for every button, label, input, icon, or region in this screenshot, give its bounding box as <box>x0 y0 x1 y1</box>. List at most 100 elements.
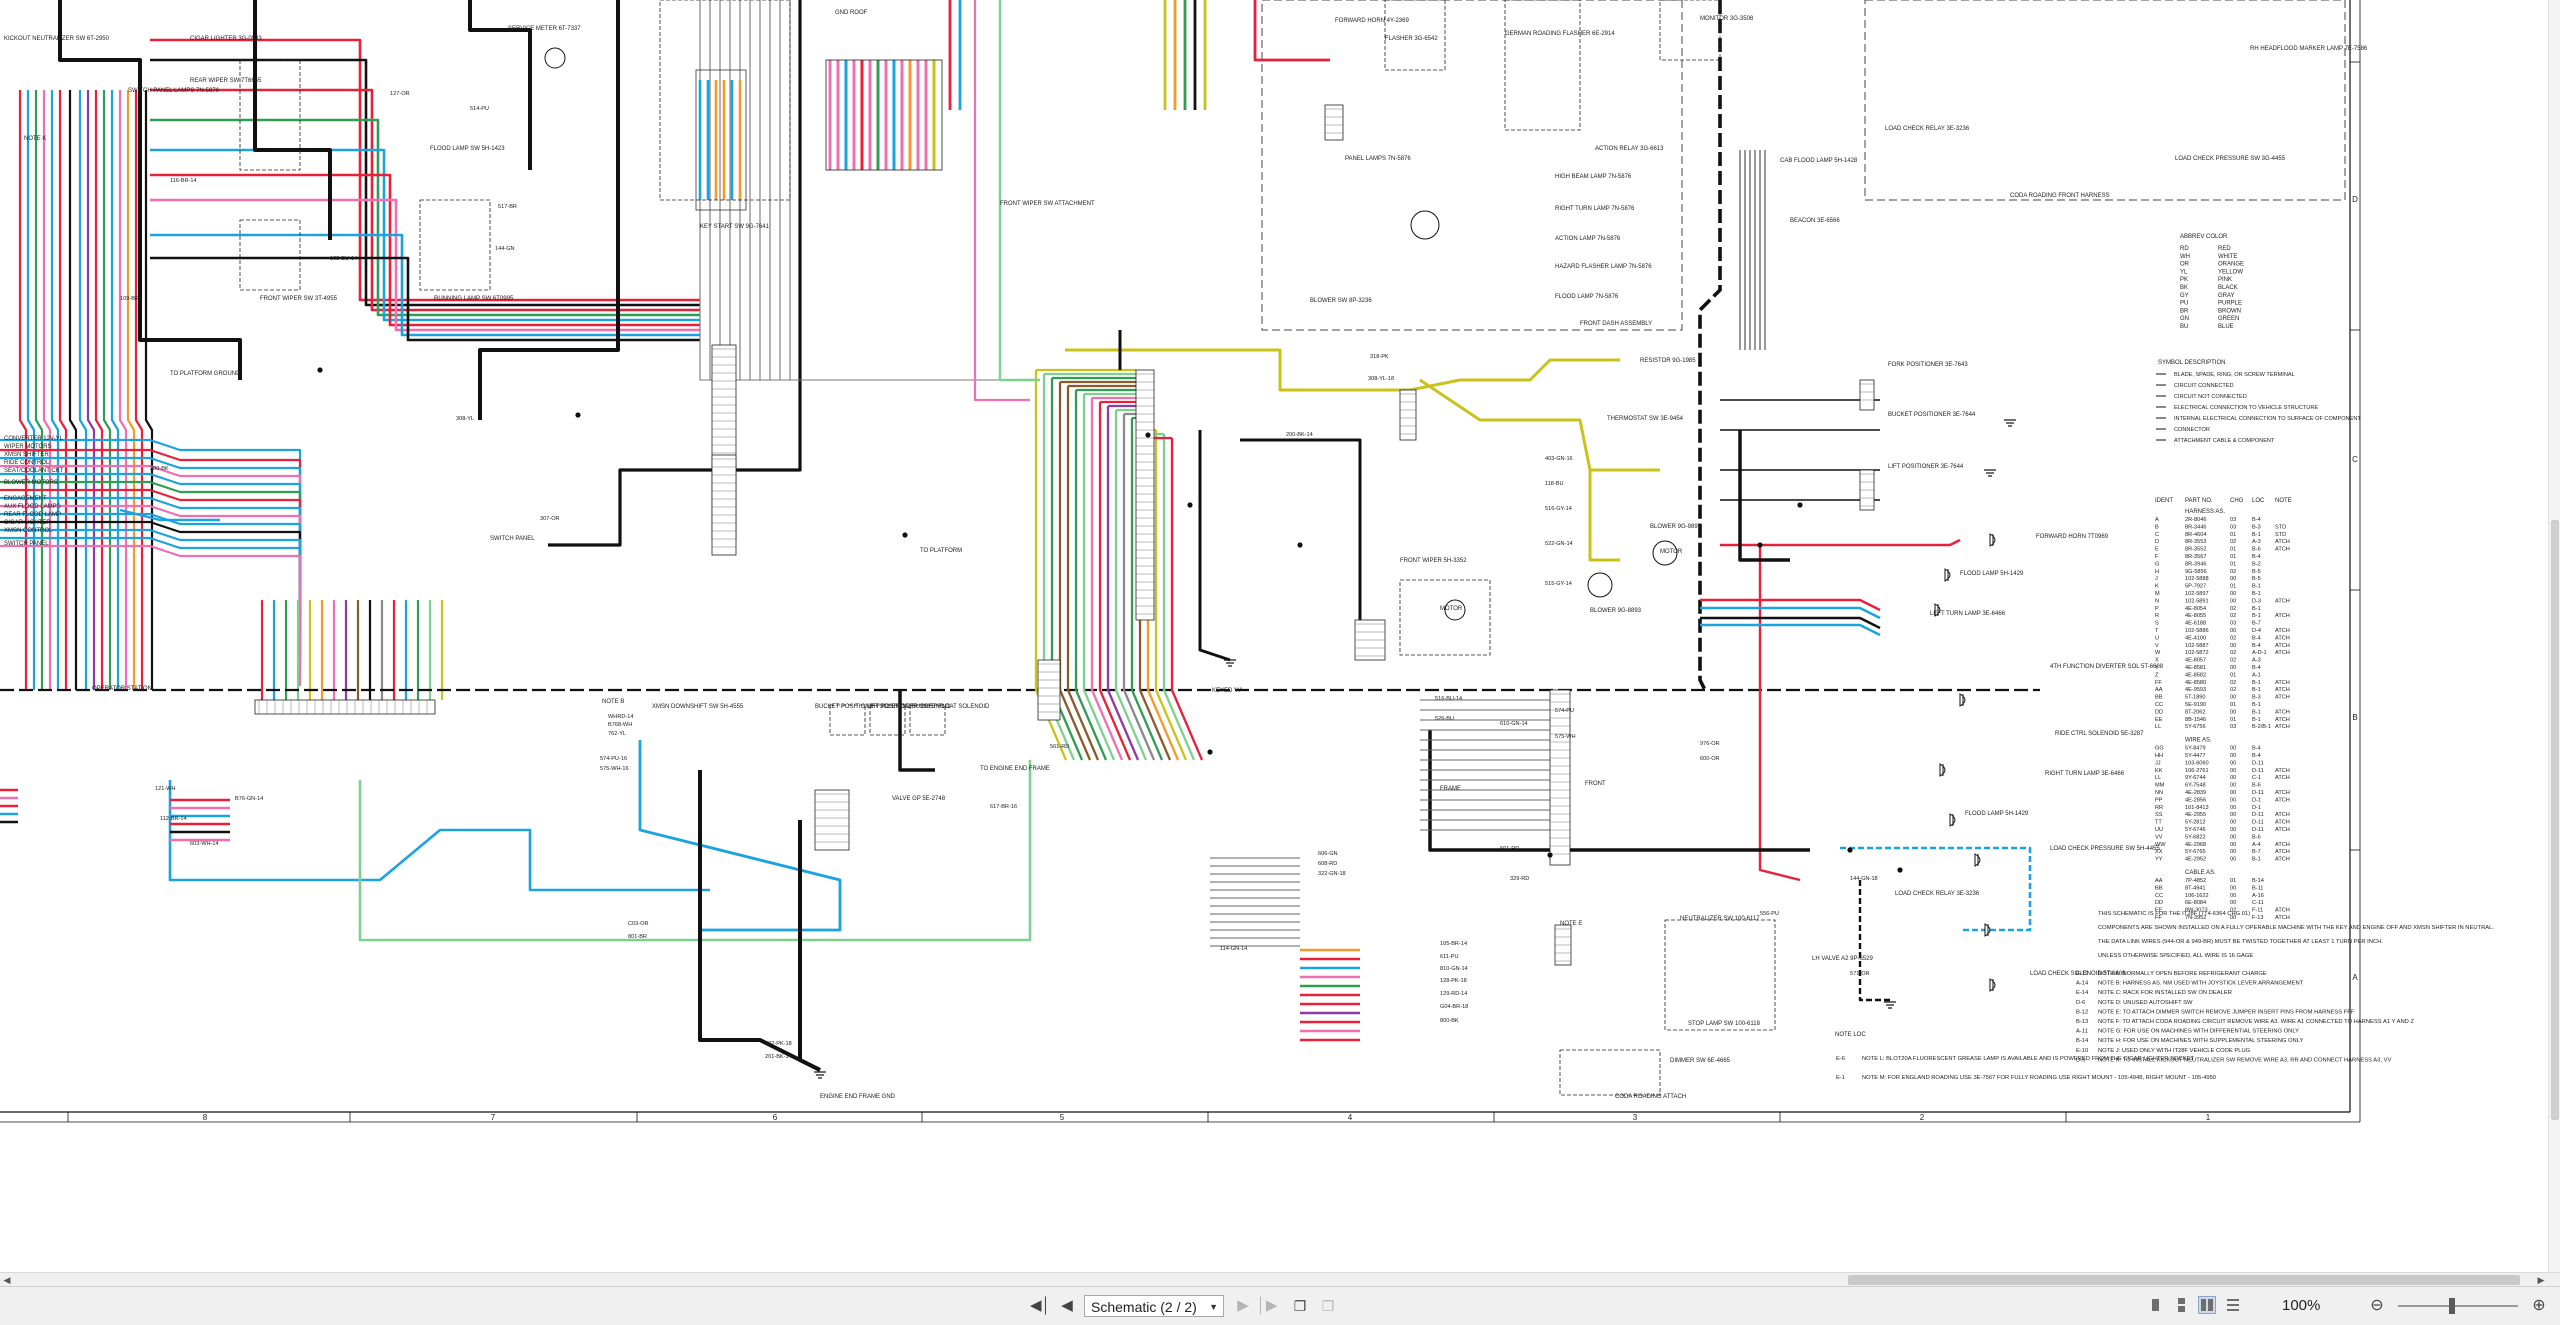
harness-cell: STD <box>2275 532 2286 538</box>
wire <box>973 0 1030 402</box>
zoom-in-icon[interactable]: ⊕ <box>2532 1297 2546 1314</box>
component-label: LOAD CHECK RELAY 3E-3236 <box>1885 126 1970 132</box>
paste-page-icon[interactable]: ❐ <box>1321 1298 1335 1314</box>
component-label: OPERATOR STATION <box>92 686 152 692</box>
harness-cell: K <box>2155 584 2159 590</box>
harness-cell: B-6 <box>2252 547 2261 553</box>
two-page-continuous-view-icon[interactable] <box>2224 1296 2242 1314</box>
wire-tag: 574-PU-16 <box>600 756 627 762</box>
harness-cell: B-1 <box>2252 687 2261 693</box>
wire-tag: 601-RD <box>1500 846 1519 852</box>
harness-cell: ATCH <box>2275 539 2290 545</box>
wire-tag: 322-GN-18 <box>1318 871 1346 877</box>
cable-cell: AA <box>2155 878 2163 884</box>
wire-tag: 608-RD <box>1318 861 1337 867</box>
horizontal-scroll-thumb[interactable] <box>1848 1275 2520 1285</box>
abbrev-color: BLACK <box>2218 285 2238 291</box>
connector-block <box>254 699 436 715</box>
vertical-scrollbar[interactable] <box>2548 0 2560 1272</box>
vertical-scroll-thumb[interactable] <box>2551 520 2559 1120</box>
abbrev-color: WHITE <box>2218 254 2237 260</box>
previous-page-icon[interactable]: ◀ <box>1061 1297 1073 1314</box>
wire <box>0 544 302 686</box>
abbrev-code: PU <box>2180 301 2188 307</box>
harness-cell: 01 <box>2230 717 2236 723</box>
component-label: NOTE E <box>1560 921 1582 927</box>
harness-cell: 00 <box>2230 576 2236 582</box>
scroll-right-icon[interactable]: ▶ <box>2537 1275 2545 1285</box>
note-text: NOTE F: TO ATTACH CODA ROADING CIRCUIT R… <box>2098 1019 2414 1025</box>
harness-cell: B-1 <box>2252 606 2261 612</box>
first-page-icon[interactable]: ◀│ <box>1030 1297 1051 1314</box>
component-label: BUCKET POSITIONER 3E-7644 <box>1888 412 1976 418</box>
wire-tag: 571-OR <box>1850 971 1870 977</box>
component-label: KEY START SW 9G-7641 <box>700 224 770 230</box>
cable-cell: ATCH <box>2275 908 2290 914</box>
harness-cell: B-1 <box>2252 709 2261 715</box>
note-text: NOTE L: BLOT20A FLUORESCENT GREASE LAMP … <box>1862 1056 2194 1062</box>
wire-cell: D-11 <box>2252 812 2264 818</box>
continuous-view-icon[interactable] <box>2172 1296 2190 1314</box>
harness-header: IDENT <box>2155 498 2173 504</box>
note-loc: E-14 <box>2076 990 2089 996</box>
component-layer <box>239 0 2016 1096</box>
abbrev-color: PINK <box>2218 277 2232 283</box>
component-label: REAR WIPER SW 7T6655 <box>190 78 262 84</box>
harness-cell: 4E-4100 <box>2185 635 2206 641</box>
wire <box>150 256 700 342</box>
harness-cell: ATCH <box>2275 628 2290 634</box>
last-page-icon[interactable]: │▶ <box>1256 1297 1278 1314</box>
wire <box>150 118 700 317</box>
connector-block <box>1037 659 1061 721</box>
harness-cell: 02 <box>2230 658 2236 664</box>
wire <box>548 0 802 547</box>
component-label: CIGAR LIGHTER <box>4 520 51 526</box>
wire-tag: B768-WH <box>608 722 632 728</box>
zoom-slider-thumb[interactable] <box>2449 1298 2455 1314</box>
component-label: PANEL LAMPS 7N-5876 <box>1345 156 1411 162</box>
harness-cell: D-4 <box>2252 628 2261 634</box>
cable-cell: FF <box>2155 915 2162 921</box>
copy-page-icon[interactable]: ❐ <box>1293 1298 1307 1314</box>
next-page-icon[interactable]: ▶ <box>1237 1297 1249 1314</box>
wire <box>1758 545 1801 882</box>
wire-cell: 00 <box>2230 790 2236 796</box>
harness-cell: STD <box>2275 524 2286 530</box>
component-label: CAB FLOOD LAMP 5H-1428 <box>1780 158 1858 164</box>
wire-tag: 600-OR <box>1700 756 1720 762</box>
zoom-slider[interactable] <box>2398 1305 2518 1307</box>
zoom-out-icon[interactable]: ⊖ <box>2370 1297 2384 1314</box>
wire-cell: B-7 <box>2252 849 2261 855</box>
wire-tag: 127-OR <box>390 91 410 97</box>
wire-tag: 109-BR <box>120 296 139 302</box>
wire <box>1588 470 1620 562</box>
component-label: ENGINE END FRAME GND <box>820 1094 896 1100</box>
scroll-left-icon[interactable]: ◀ <box>3 1275 11 1285</box>
wire-cell: SS <box>2155 812 2163 818</box>
single-page-view-icon[interactable] <box>2146 1296 2164 1314</box>
wire-tag: 515-GY-14 <box>1545 581 1572 587</box>
wire-tag: 118-BU <box>1545 481 1564 487</box>
harness-cell: 102-5888 <box>2185 576 2209 582</box>
harness-cell: B-1 <box>2252 532 2261 538</box>
note-text: NOTE C: RACK FOR INSTALLED SW ON DEALER <box>2098 990 2232 996</box>
page-selector[interactable]: Schematic (2 / 2) ▼ <box>1084 1295 1224 1317</box>
note-loc: E-10 <box>2076 1048 2088 1054</box>
symbol-description: CONNECTOR <box>2174 427 2210 433</box>
harness-cell: 4E-8054 <box>2185 606 2206 612</box>
cable-cell: B-11 <box>2252 885 2263 891</box>
component-outline <box>909 704 946 736</box>
harness-cell: 5Y-6756 <box>2185 724 2206 730</box>
wire-cell: UU <box>2155 827 2163 833</box>
wire-cell: D-11 <box>2252 768 2264 774</box>
two-page-view-icon[interactable] <box>2198 1296 2216 1314</box>
wire-cell: 103-6060 <box>2185 760 2209 766</box>
wire <box>94 90 104 690</box>
horizontal-scrollbar[interactable]: ◀ ▶ <box>0 1272 2560 1287</box>
cable-cell: 7P-4852 <box>2185 878 2206 884</box>
harness-cell: B <box>2155 524 2159 530</box>
wire-tag: 121-WH <box>155 786 176 792</box>
harness-cell: D <box>2155 539 2159 545</box>
note-loc: E-12 <box>2076 971 2088 977</box>
